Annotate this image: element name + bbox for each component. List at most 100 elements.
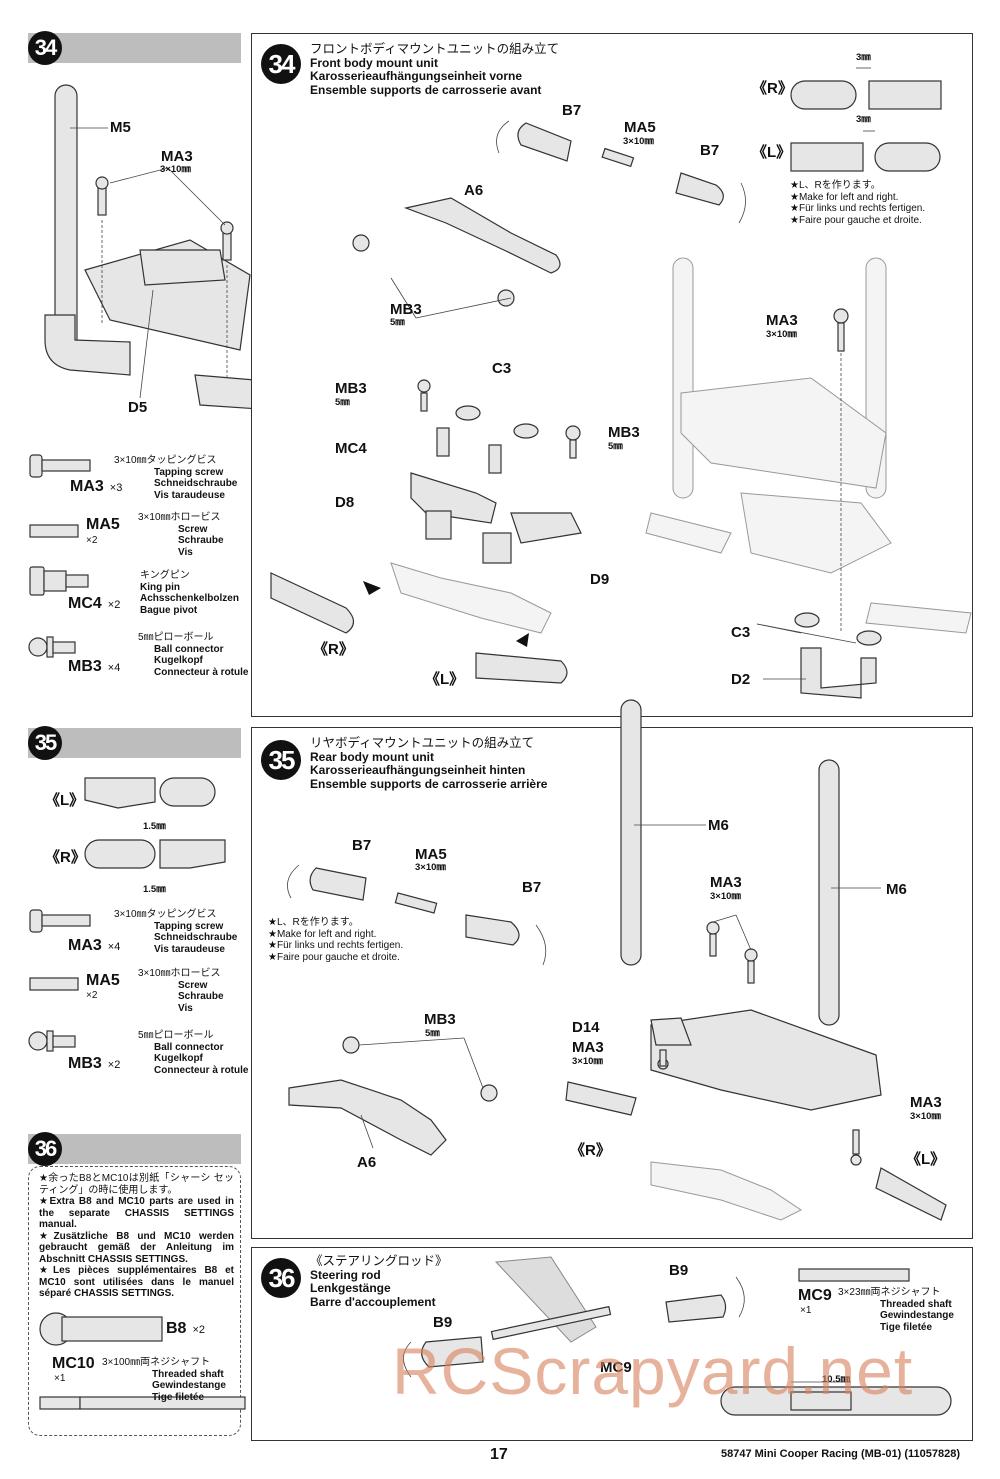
watermark: RCScrapyard.net [392, 1334, 914, 1408]
part-code: MC4×2 [68, 595, 121, 612]
step-35-parts-header [28, 728, 241, 758]
step-35-parts-icons [28, 909, 91, 1052]
part-code: MA5 [86, 972, 120, 989]
part-code: MB3×2 [68, 1055, 121, 1072]
label-ma5: MA5 [415, 846, 447, 863]
step-36-notes: ★余ったB8とMC10は別紙「シャーシ セッティング」の時に使用します。 ★Ex… [39, 1173, 234, 1299]
mc10-icon [39, 1396, 81, 1410]
label-r: 《R》 [313, 641, 354, 658]
label-r-gap: 《R》 [752, 80, 793, 97]
label-gap-15-r: 1.5㎜ [143, 884, 166, 895]
label-d5: D5 [128, 399, 148, 416]
label-b9-2: B9 [433, 1314, 453, 1331]
label-length: 10.5㎜ [822, 1374, 850, 1385]
step-35-gap-illustration [84, 777, 226, 869]
label-l: 《L》 [425, 671, 465, 688]
label-l: 《L》 [906, 1151, 946, 1168]
part-qty: ×2 [86, 990, 98, 1001]
step-35-badge: 35 [28, 726, 62, 760]
label-ma3: MA3 [710, 874, 742, 891]
step-36-assembly-diagram [403, 1256, 952, 1416]
label-a6: A6 [357, 1154, 377, 1171]
step-34-parts-header [28, 33, 241, 63]
label-ma3-size: 3×10㎜ [766, 329, 797, 340]
label-ma5-size: 3×10㎜ [415, 862, 446, 873]
label-mb3-size: 5㎜ [390, 317, 405, 328]
label-b7: B7 [562, 102, 582, 119]
part-code: B8×2 [166, 1320, 205, 1337]
label-d8: D8 [335, 494, 355, 511]
label-c3-2: C3 [731, 624, 751, 641]
step-36-main-badge: 36 [261, 1258, 301, 1298]
step-34-assembly-diagram [270, 67, 972, 699]
step-34-note: ★L、Rを作ります。 ★Make for left and right. ★Fü… [790, 180, 926, 226]
part-desc: 3×10㎜ホロービス Screw Schraube Vis [138, 968, 224, 1014]
label-ma3: MA3 [161, 148, 193, 165]
label-m5-left: M5 [110, 119, 131, 136]
step-34-parts-icons [28, 454, 91, 658]
label-gap-15-l: 1.5㎜ [143, 821, 166, 832]
step-35-title: リヤボディマウントユニットの組み立て Rear body mount unit … [310, 736, 548, 791]
step-34-main-badge: 34 [261, 44, 301, 84]
label-mb3-2: MB3 [335, 380, 367, 397]
part-qty: ×1 [800, 1305, 812, 1316]
part-desc: 3×100㎜両ネジシャフト Threaded shaft Gewindestan… [102, 1357, 226, 1403]
part-desc: 3×10㎜タッピングビス Tapping screw Schneidschrau… [114, 455, 238, 501]
hollow-screw-icon [29, 524, 79, 538]
label-ma5-size: 3×10㎜ [623, 136, 654, 147]
step-36-note-box [28, 1166, 241, 1436]
label-d14: D14 [572, 1019, 600, 1036]
label-ma3: MA3 [766, 312, 798, 329]
label-mc4: MC4 [335, 440, 367, 457]
label-mb3: MB3 [390, 301, 422, 318]
label-ma5: MA5 [624, 119, 656, 136]
part-code: MA3×4 [68, 937, 121, 954]
label-gap-r: 3㎜ [856, 52, 871, 63]
label-b7-2: B7 [522, 879, 542, 896]
label-mc9: MC9 [600, 1359, 632, 1376]
part-qty: ×2 [86, 535, 98, 546]
footer-product-info: 58747 Mini Cooper Racing (MB-01) (110578… [720, 1448, 960, 1460]
part-desc: 3×10㎜タッピングビス Tapping screw Schneidschrau… [114, 909, 238, 955]
label-d9: D9 [590, 571, 610, 588]
label-r: 《R》 [570, 1142, 611, 1159]
step-35-main-badge: 35 [261, 740, 301, 780]
label-d2: D2 [731, 671, 751, 688]
part-code: MB3×4 [68, 658, 121, 675]
part-qty: ×1 [54, 1373, 66, 1384]
label-r-35: 《R》 [45, 849, 86, 866]
label-b9: B9 [669, 1262, 689, 1279]
label-gap-l: 3㎜ [856, 114, 871, 125]
label-mb3-3: MB3 [608, 424, 640, 441]
step-36-title: 《ステアリングロッド》 Steering rod Lenkgestänge Ba… [310, 1254, 448, 1309]
label-c3: C3 [492, 360, 512, 377]
label-ma3-2-size: 3×10㎜ [572, 1056, 603, 1067]
tapping-screw-icon [29, 454, 43, 478]
part-desc: 3×10㎜ホロービス Screw Schraube Vis [138, 512, 224, 558]
page-number: 17 [490, 1446, 508, 1463]
part-code: MC9 [798, 1287, 832, 1304]
label-b7: B7 [352, 837, 372, 854]
step-35-note: ★L、Rを作ります。 ★Make for left and right. ★Fü… [268, 917, 404, 963]
label-mb3-2-size: 5㎜ [335, 397, 350, 408]
step-35-assembly-diagram [287, 699, 947, 1221]
label-ma3-2: MA3 [572, 1039, 604, 1056]
label-m6: M6 [708, 817, 729, 834]
part-code: MA3×3 [70, 478, 123, 495]
part-desc: 3×23㎜両ネジシャフト Threaded shaft Gewindestang… [838, 1287, 954, 1333]
step-36-badge: 36 [28, 1132, 62, 1166]
step-34-badge: 34 [28, 31, 62, 65]
label-l-35: 《L》 [45, 792, 85, 809]
part-code: MC10 [52, 1355, 95, 1372]
label-ma3-size: 3×10㎜ [710, 891, 741, 902]
step-36-parts-header [28, 1134, 241, 1164]
label-mb3-size: 5㎜ [425, 1028, 440, 1039]
label-ma3-size: 3×10㎜ [160, 164, 191, 175]
step-36-extra-parts-icons [39, 1312, 246, 1410]
step-34-left-illustration [44, 84, 295, 431]
king-pin-icon [29, 566, 45, 596]
label-l-gap: 《L》 [752, 144, 792, 161]
label-a6: A6 [464, 182, 484, 199]
label-ma3-3: MA3 [910, 1094, 942, 1111]
label-mb3: MB3 [424, 1011, 456, 1028]
